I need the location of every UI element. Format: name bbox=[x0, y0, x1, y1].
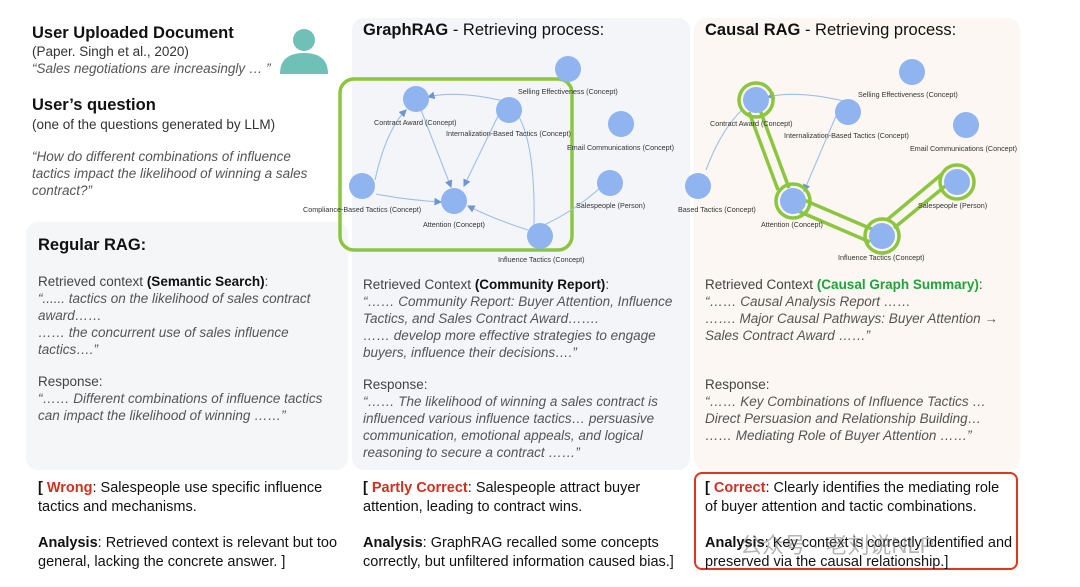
watermark: 公众号 · 老刘说NLP bbox=[740, 533, 935, 558]
graphrag-label-selling: Selling Effectiveness (Concept) bbox=[518, 87, 618, 96]
document-quote: “Sales negotiations are increasingly … ” bbox=[32, 61, 271, 76]
causal-response-label: Response: bbox=[705, 377, 770, 392]
causal-label-selling: Selling Effectiveness (Concept) bbox=[858, 90, 958, 99]
question-title: User’s question bbox=[32, 96, 156, 114]
causal-node-compliance-tactics bbox=[685, 173, 711, 199]
causal-node-internalization-tactics bbox=[835, 99, 861, 125]
causal-label-influence: Influence Tactics (Concept) bbox=[838, 253, 925, 262]
causal-label-compliance: Based Tactics (Concept) bbox=[678, 205, 756, 214]
graphrag-label-compliance: Compliance-Based Tactics (Concept) bbox=[303, 205, 421, 214]
causal-node-email-communications bbox=[953, 112, 979, 138]
question-subtitle: (one of the questions generated by LLM) bbox=[32, 117, 276, 132]
graphrag-graph: Contract Award (Concept) Selling Effecti… bbox=[296, 50, 690, 270]
graphrag-label-attention: Attention (Concept) bbox=[423, 220, 485, 229]
document-title: User Uploaded Document bbox=[32, 24, 234, 42]
causal-label-intern: Internalization-Based Tactics (Concept) bbox=[784, 131, 909, 140]
graphrag-label-intern: Internalization-Based Tactics (Concept) bbox=[446, 129, 571, 138]
causal-context-label: Retrieved Context (Causal Graph Summary)… bbox=[705, 277, 983, 292]
graphrag-title: GraphRAG - Retrieving process: bbox=[363, 21, 605, 39]
regular-rag-title: Regular RAG: bbox=[38, 236, 147, 254]
causal-node-contract-award bbox=[743, 87, 769, 113]
graph-node-compliance-tactics bbox=[349, 173, 375, 199]
graph-node-salespeople bbox=[597, 170, 623, 196]
graph-node-internalization-tactics bbox=[496, 97, 522, 123]
graphrag-label-influence: Influence Tactics (Concept) bbox=[498, 255, 585, 264]
user-avatar-icon bbox=[273, 25, 335, 75]
regular-response-label: Response: bbox=[38, 374, 103, 389]
graphrag-retrieved-region bbox=[338, 77, 574, 252]
causal-analysis: Analysis: Key context is correctly ident… bbox=[705, 535, 1013, 570]
causal-node-salespeople bbox=[944, 169, 970, 195]
regular-context-text: “...... tactics on the likelihood of sal… bbox=[38, 291, 311, 357]
regular-response-text: “…… Different combinations of influence … bbox=[38, 391, 323, 423]
causal-node-influence-tactics bbox=[869, 223, 895, 249]
causal-label-salespeople: Salespeople (Person) bbox=[918, 201, 987, 210]
graph-node-influence-tactics bbox=[527, 223, 553, 249]
graphrag-response-label: Response: bbox=[363, 377, 428, 392]
graphrag-label-email: Email Communications (Concept) bbox=[567, 143, 674, 152]
causal-label-attention: Attention (Concept) bbox=[761, 220, 823, 229]
causal-graph: Contract Award (Concept) Selling Effecti… bbox=[636, 50, 1020, 270]
causal-response-text: “…… Key Combinations of Influence Tactic… bbox=[705, 394, 986, 443]
graphrag-analysis: Analysis: GraphRAG recalled some concept… bbox=[363, 535, 674, 570]
causal-context-text: “…… Causal Analysis Report …… ……. Major … bbox=[705, 294, 998, 343]
question-text: “How do different combinations of influe… bbox=[32, 149, 308, 198]
correct-highlight-box bbox=[694, 472, 1018, 570]
regular-context-label: Retrieved context (Semantic Search): bbox=[38, 274, 269, 289]
causal-label-contract: Contract Award (Concept) bbox=[710, 119, 793, 128]
regular-analysis: Analysis: Retrieved context is relevant … bbox=[38, 535, 338, 570]
causal-label-email: Email Communications (Concept) bbox=[910, 144, 1017, 153]
graph-node-email-communications bbox=[608, 111, 634, 137]
causal-verdict: [ Correct: Clearly identifies the mediat… bbox=[705, 480, 1000, 515]
regular-verdict: [ Wrong: Salespeople use specific influe… bbox=[38, 480, 323, 515]
graphrag-label-salespeople: Salespeople (Person) bbox=[576, 201, 645, 210]
causal-rag-title: Causal RAG - Retrieving process: bbox=[705, 21, 957, 39]
graph-node-attention bbox=[441, 188, 467, 214]
causal-node-selling-effectiveness bbox=[899, 59, 925, 85]
causal-node-attention bbox=[780, 188, 806, 214]
graphrag-verdict: [ Partly Correct: Salespeople attract bu… bbox=[363, 480, 641, 515]
graph-node-contract-award bbox=[403, 86, 429, 112]
graphrag-context-text: “…… Community Report: Buyer Attention, I… bbox=[363, 294, 673, 360]
graphrag-label-contract: Contract Award (Concept) bbox=[374, 118, 457, 127]
graph-node-selling-effectiveness bbox=[555, 56, 581, 82]
graphrag-context-label: Retrieved Context (Community Report): bbox=[363, 277, 610, 292]
document-citation: (Paper. Singh et al., 2020) bbox=[32, 44, 189, 59]
regular-rag-panel bbox=[26, 222, 348, 470]
graphrag-response-text: “…… The likelihood of winning a sales co… bbox=[363, 394, 658, 460]
